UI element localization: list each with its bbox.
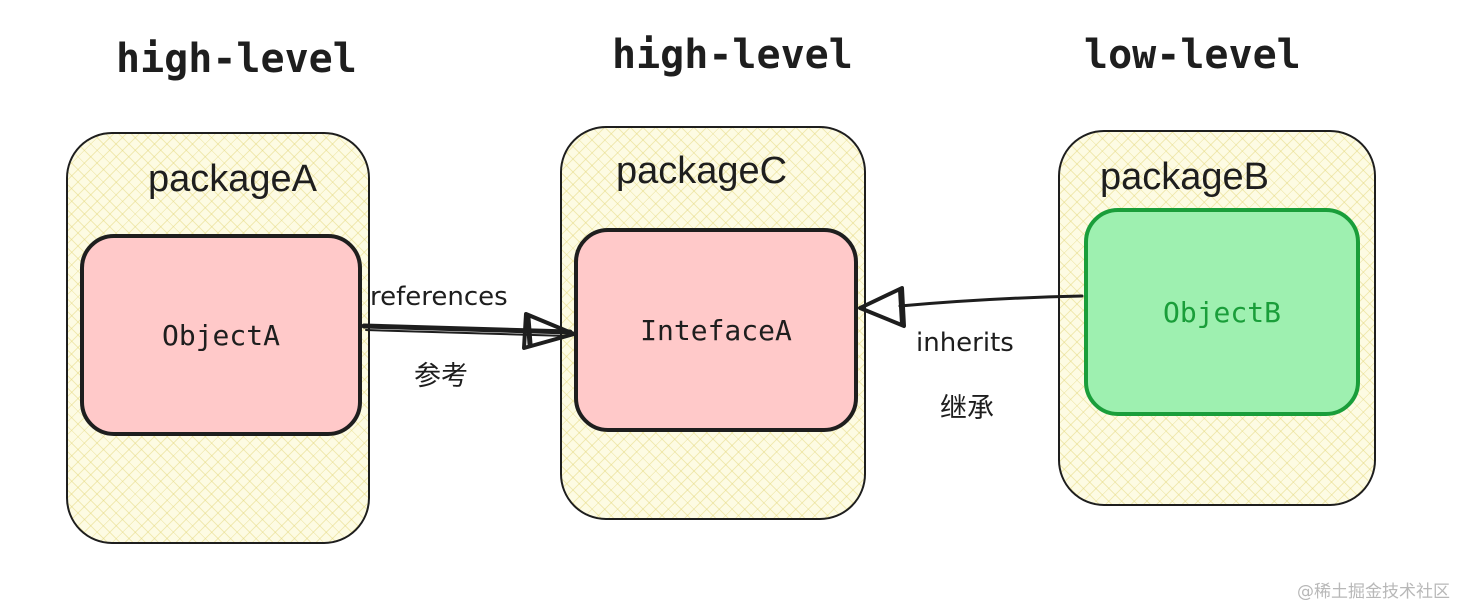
package-c-label: packageC <box>616 150 788 192</box>
interface-a-label: IntefaceA <box>640 313 792 347</box>
package-a-label: packageA <box>148 158 318 200</box>
interface-a: IntefaceA <box>574 228 858 432</box>
references-label: references <box>370 282 508 312</box>
level-title-a: high-level <box>116 36 357 82</box>
object-b-label: ObjectB <box>1162 295 1281 329</box>
references-label-cn: 参考 <box>414 361 468 392</box>
references-arrow <box>361 312 576 350</box>
watermark: @稀土掘金技术社区 <box>1297 582 1450 602</box>
level-title-b: low-level <box>1084 32 1301 78</box>
object-a: ObjectA <box>80 234 362 436</box>
object-b: ObjectB <box>1084 208 1360 416</box>
inherits-label-cn: 继承 <box>940 393 994 424</box>
package-b-label: packageB <box>1100 156 1270 198</box>
inherits-arrow <box>858 286 1084 328</box>
object-a-label: ObjectA <box>161 318 280 352</box>
inherits-label: inherits <box>916 328 1014 358</box>
level-title-c: high-level <box>612 32 853 78</box>
